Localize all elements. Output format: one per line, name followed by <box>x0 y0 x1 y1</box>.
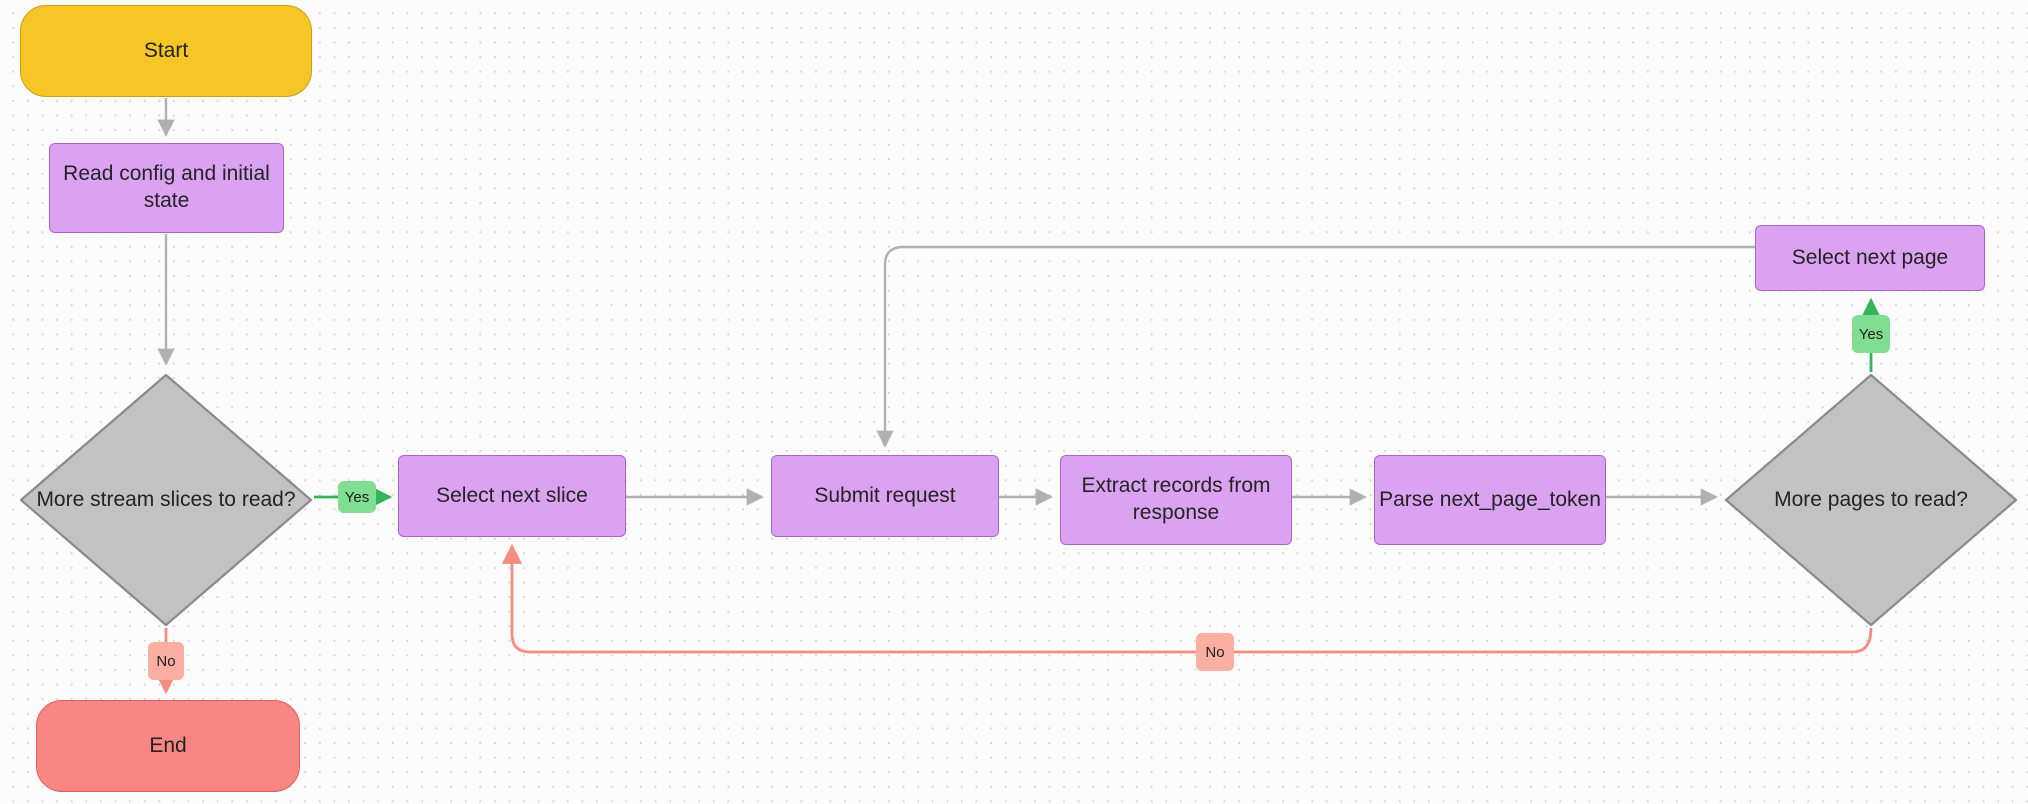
node-more-stream-slices-to-read[interactable]: More stream slices to read? <box>18 372 314 628</box>
node-start-label: Start <box>143 38 189 62</box>
edge-label-no-more-pages: No <box>1196 633 1234 671</box>
node-read-config-label: Read config and initial state <box>63 162 270 212</box>
edge-label-yes-more-slices: Yes <box>338 481 376 513</box>
node-parse-token-label: Parse next_page_token <box>1379 487 1601 511</box>
node-submit-request-label: Submit request <box>814 483 956 507</box>
node-select-slice-label: Select next slice <box>436 483 588 507</box>
node-select-next-page[interactable]: Select next page <box>1755 225 1985 291</box>
edge-more-pages-no-to-select-slice <box>501 543 1873 654</box>
edge-label-text: Yes <box>344 488 370 506</box>
node-select-page-label: Select next page <box>1791 245 1949 269</box>
edge-label-no-more-slices: No <box>148 642 184 680</box>
node-extract-records-label: Extract records from response <box>1081 474 1271 524</box>
node-select-next-slice[interactable]: Select next slice <box>398 455 626 537</box>
node-end-label: End <box>149 733 187 757</box>
decision-diamond-shape <box>19 373 313 627</box>
node-more-pages-to-read[interactable]: More pages to read? <box>1723 372 2019 628</box>
edge-label-text: No <box>1205 643 1225 661</box>
node-read-config-and-initial-state[interactable]: Read config and initial state <box>49 143 284 233</box>
edge-label-yes-more-pages: Yes <box>1852 315 1890 353</box>
node-parse-next-page-token[interactable]: Parse next_page_token <box>1374 455 1606 545</box>
node-submit-request[interactable]: Submit request <box>771 455 999 537</box>
node-extract-records-from-response[interactable]: Extract records from response <box>1060 455 1292 545</box>
node-end[interactable]: End <box>36 700 300 792</box>
edge-label-text: Yes <box>1858 325 1884 343</box>
node-start[interactable]: Start <box>20 5 312 97</box>
decision-diamond-shape <box>1724 373 2018 627</box>
edge-select-page-to-submit-request <box>876 245 1755 448</box>
edge-label-text: No <box>156 652 176 670</box>
